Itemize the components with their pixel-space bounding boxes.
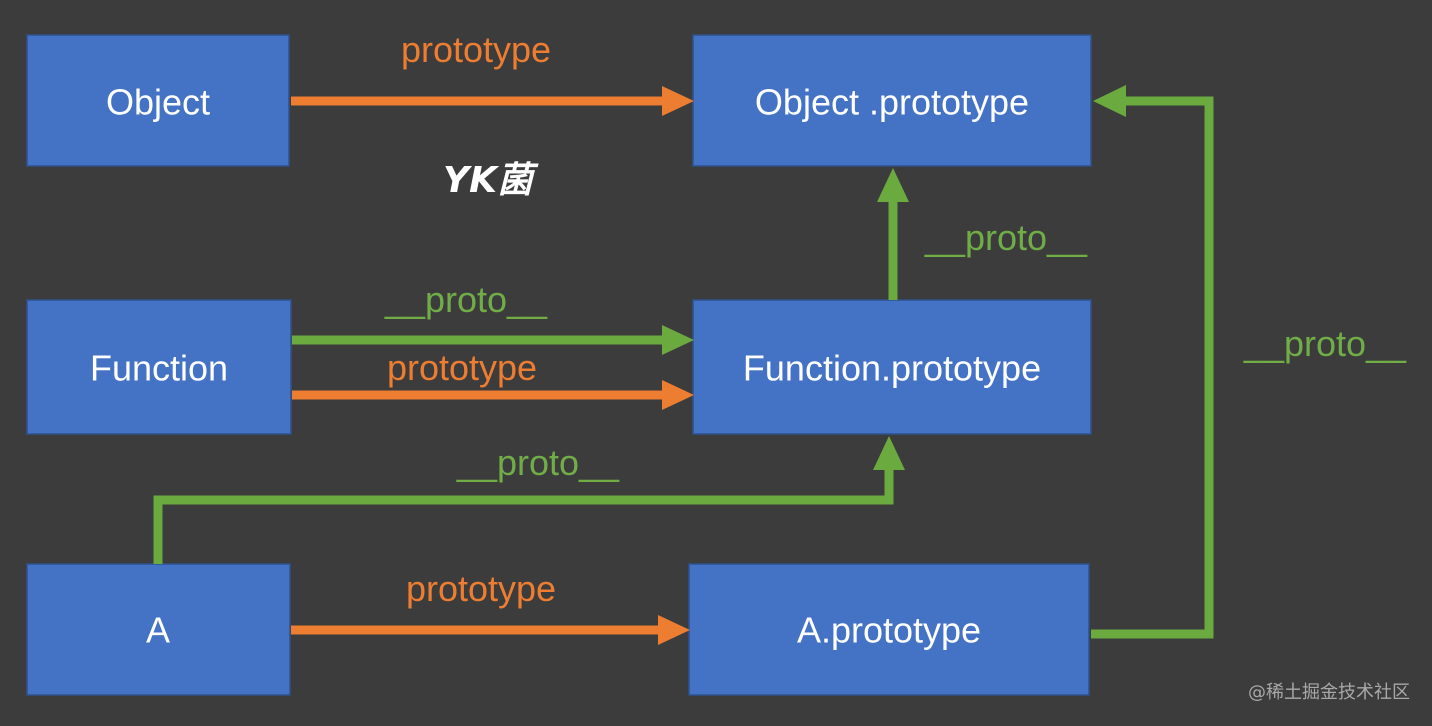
label-a-prototype: prototype: [406, 568, 556, 609]
label-a-proto: __proto__: [456, 442, 620, 483]
arrow-a-prototype-to-object-prototype: [1091, 85, 1214, 639]
box-a-prototype: A.prototype: [688, 563, 1090, 696]
box-object-prototype: Object .prototype: [692, 34, 1092, 167]
box-a: A: [26, 563, 291, 696]
arrow-function-prototype: [292, 380, 694, 410]
label-function-prototype-proto: __proto__: [924, 217, 1088, 258]
box-function-prototype-label: Function.prototype: [743, 348, 1041, 389]
box-a-prototype-label: A.prototype: [797, 610, 981, 651]
arrow-function-prototype-to-object-prototype: [877, 168, 909, 300]
box-function: Function: [26, 299, 292, 435]
box-object-label: Object: [106, 82, 210, 123]
box-a-label: A: [146, 610, 170, 651]
watermark: @稀土掘金技术社区: [1248, 682, 1410, 703]
label-function-proto: __proto__: [384, 279, 548, 320]
box-function-prototype: Function.prototype: [692, 299, 1092, 435]
label-object-prototype: prototype: [401, 29, 551, 70]
label-function-prototype: prototype: [387, 347, 537, 388]
label-a-prototype-proto: __proto__: [1243, 323, 1407, 364]
box-object: Object: [26, 34, 290, 167]
box-function-label: Function: [90, 348, 228, 389]
box-object-prototype-label: Object .prototype: [755, 82, 1029, 123]
arrow-object-to-object-prototype: [291, 86, 694, 116]
arrow-function-proto: [292, 325, 694, 355]
arrow-a-to-a-prototype: [291, 615, 690, 645]
author-signature: YK菌: [443, 160, 539, 201]
arrow-a-to-function-prototype: [153, 436, 905, 564]
